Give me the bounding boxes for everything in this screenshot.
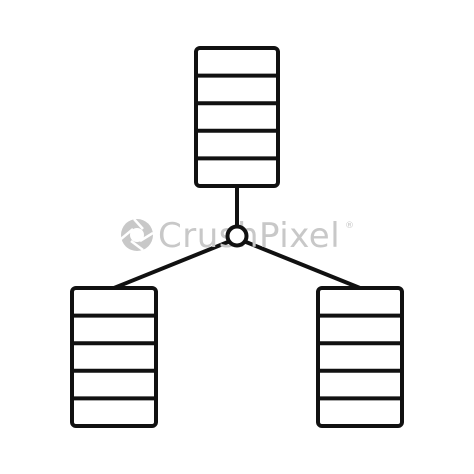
- hub-node: [225, 224, 249, 248]
- watermark-logo-icon: [120, 218, 154, 251]
- connector-right: [244, 240, 362, 290]
- server-top-body: [194, 46, 280, 188]
- server-left-body: [70, 286, 158, 428]
- watermark-reg-mark: ®: [345, 221, 354, 231]
- server-left: [70, 286, 158, 428]
- watermark-text: CrushPixel: [158, 216, 340, 256]
- connector-left: [112, 240, 230, 290]
- server-top: [194, 46, 280, 188]
- server-right: [316, 286, 404, 428]
- watermark: CrushPixel ®: [120, 216, 354, 256]
- connector-lines: [112, 184, 362, 290]
- server-right-body: [316, 286, 404, 428]
